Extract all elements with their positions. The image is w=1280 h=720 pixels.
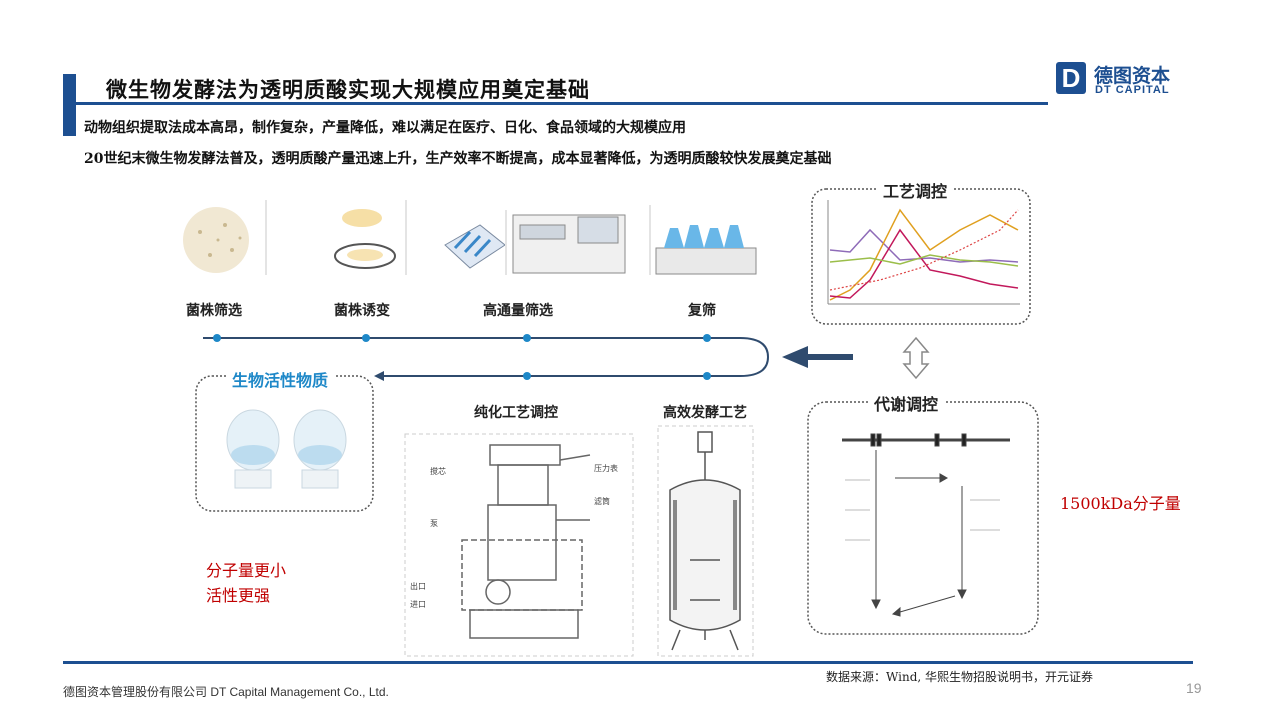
metabolic-pathway-diagram	[842, 433, 1010, 617]
logo-text-en: DT CAPITAL	[1095, 84, 1170, 96]
footer-company: 德图资本管理股份有限公司 DT Capital Management Co., …	[63, 685, 389, 699]
step-label-rescreen: 复筛	[688, 303, 716, 319]
shaker-flasks-icon	[649, 205, 757, 275]
bioactive-box	[195, 375, 374, 512]
title-accent-bar	[63, 74, 76, 136]
process-line-chart-icon	[827, 200, 1020, 305]
purification-title: 纯化工艺调控	[474, 405, 558, 421]
title-divider	[76, 102, 1048, 105]
callout-pump: 泵	[430, 519, 438, 528]
metabolic-control-title: 代谢调控	[868, 391, 945, 415]
process-control-title: 工艺调控	[877, 178, 954, 202]
bullet-text-1: 动物组织提取法成本高昂，制作复杂，产量降低，难以满足在医疗、日化、食品领域的大规…	[84, 120, 686, 136]
step-label-high-throughput: 高通量筛选	[483, 303, 553, 319]
note-smaller-molecule: 分子量更小	[206, 561, 287, 580]
bioactive-title: 生物活性物质	[226, 367, 335, 391]
purification-frame	[404, 433, 634, 657]
callout-outlet: 出口	[410, 582, 426, 591]
powder-flask-icon	[226, 409, 347, 489]
page-title: 微生物发酵法为透明质酸实现大规模应用奠定基础	[106, 77, 590, 102]
data-source: 数据来源：Wind, 华熙生物招股说明书，开元证券	[826, 670, 1094, 684]
step-label-strain-mutation: 菌株诱变	[334, 303, 390, 319]
flow-arrow-left-icon	[782, 346, 853, 368]
logo-text-cn: 德图资本	[1094, 65, 1171, 87]
petri-dish-mutation-icon	[334, 200, 407, 275]
metabolic-control-box	[807, 401, 1039, 635]
callout-inlet: 进口	[410, 600, 426, 609]
footer-divider	[63, 661, 1193, 664]
logo-mark: D	[1056, 62, 1086, 94]
process-control-box	[811, 188, 1031, 325]
purification-equipment-drawing	[461, 444, 591, 639]
note-molecular-weight: 1500kDa分子量	[1060, 494, 1181, 513]
petri-dish-colonies-icon	[183, 200, 267, 275]
callout-filter: 滤筒	[594, 497, 610, 506]
double-arrow-vertical-icon	[902, 336, 930, 380]
callout-pressure-gauge: 压力表	[594, 464, 618, 473]
timeline-dots	[213, 334, 711, 380]
fermentation-frame	[657, 425, 754, 657]
fermenter-tank-drawing	[669, 431, 741, 651]
step-label-strain-screening: 菌株筛选	[186, 303, 242, 319]
bullet-text-2: 20世纪末微生物发酵法普及，透明质酸产量迅速上升，生产效率不断提高，成本显著降低…	[84, 151, 832, 167]
fermentation-title: 高效发酵工艺	[663, 405, 747, 421]
high-throughput-equipment-icon	[444, 210, 626, 275]
page-number: 19	[1186, 680, 1202, 696]
callout-stirrer: 搅芯	[430, 467, 446, 476]
note-stronger-activity: 活性更强	[206, 586, 271, 605]
